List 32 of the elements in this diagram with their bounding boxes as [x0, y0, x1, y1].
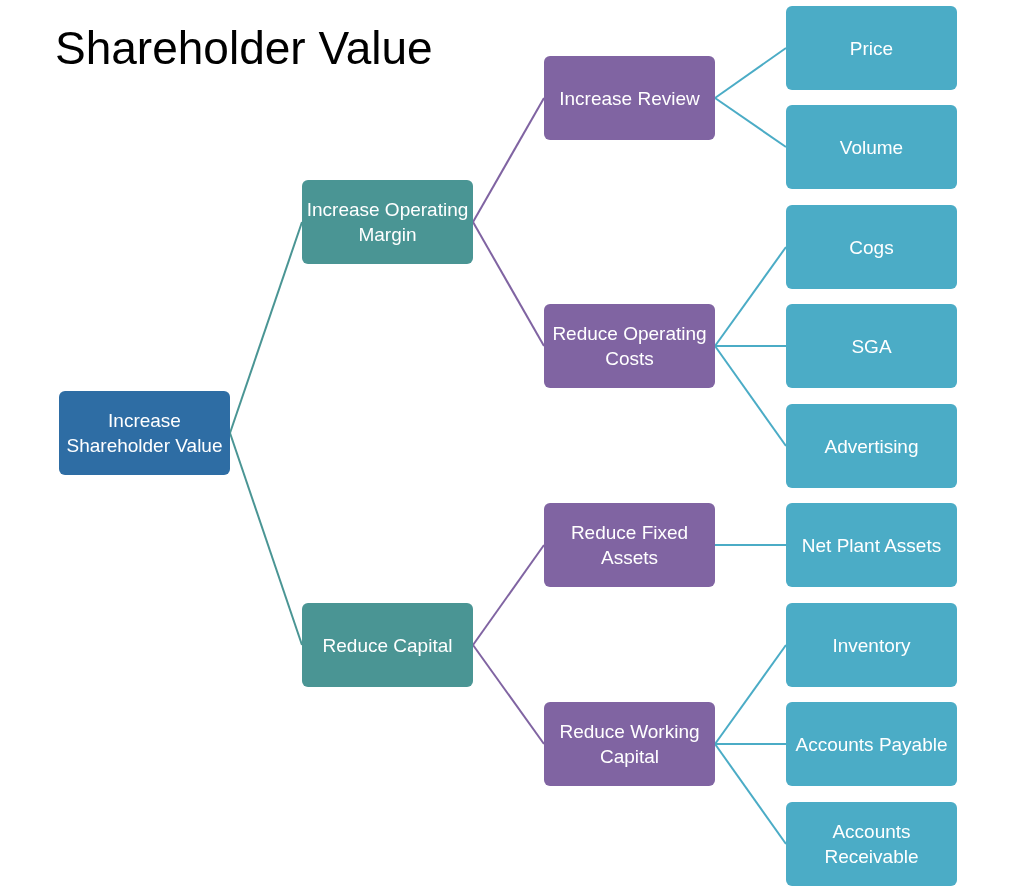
process-box: Volume — [786, 105, 957, 189]
process-box: Advertising — [786, 404, 957, 488]
connector-line — [714, 644, 787, 745]
connector-line — [714, 345, 787, 447]
process-box: Increase Review — [544, 56, 715, 140]
process-box: Price — [786, 6, 957, 90]
process-box: Inventory — [786, 603, 957, 687]
process-box: Reduce Operating Costs — [544, 304, 715, 388]
connector-line — [472, 221, 545, 347]
process-box: Net Plant Assets — [786, 503, 957, 587]
process-box: Increase Shareholder Value — [59, 391, 230, 475]
process-box: Reduce Working Capital — [544, 702, 715, 786]
connector-line — [714, 345, 787, 347]
connector-line — [714, 246, 787, 347]
connector-line — [714, 47, 787, 99]
process-box: Cogs — [786, 205, 957, 289]
process-box: Reduce Fixed Assets — [544, 503, 715, 587]
diagram-title: Shareholder Value — [55, 21, 433, 76]
process-box: Accounts Receivable — [786, 802, 957, 886]
connector-line — [714, 743, 787, 845]
connector-line — [714, 743, 787, 745]
connector-line — [714, 544, 787, 546]
connector-line — [229, 432, 303, 646]
process-box: Reduce Capital — [302, 603, 473, 687]
connector-line — [472, 97, 545, 223]
process-box: Accounts Payable — [786, 702, 957, 786]
process-box: SGA — [786, 304, 957, 388]
connector-line — [229, 221, 303, 434]
connector-line — [714, 97, 787, 148]
process-box: Increase Operating Margin — [302, 180, 473, 264]
connector-line — [472, 544, 545, 646]
connector-line — [472, 644, 545, 745]
